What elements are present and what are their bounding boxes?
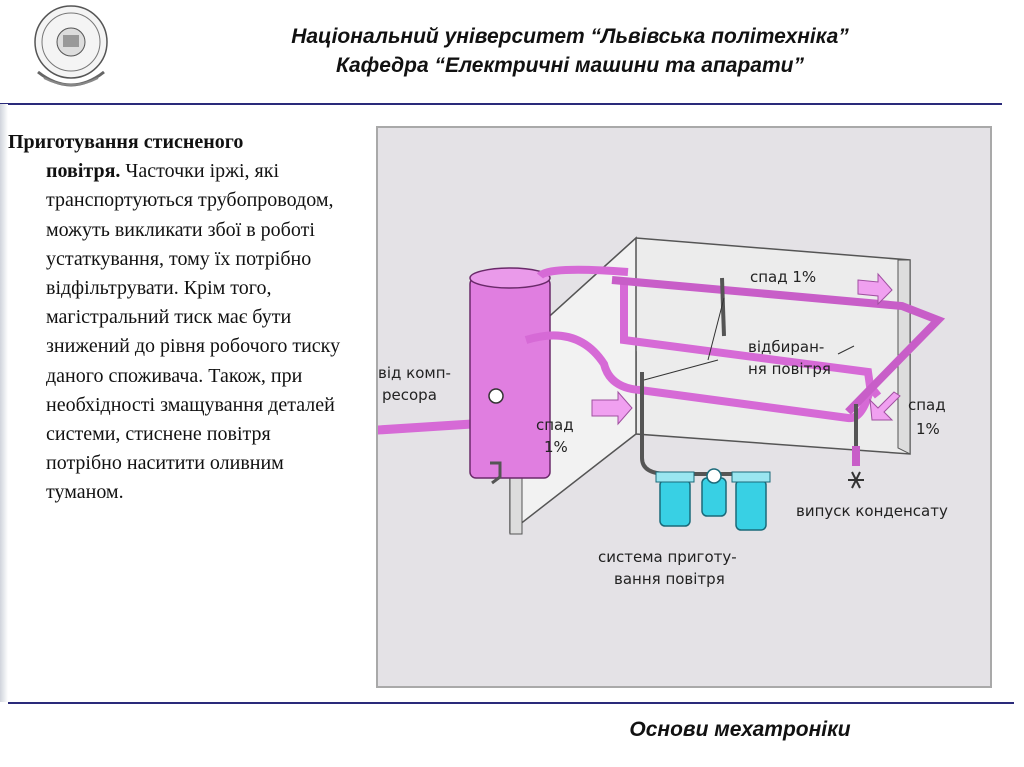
text-heading-b: повітря.: [46, 160, 121, 183]
body-text: Приготування стисненого повітря. Часточк…: [8, 128, 343, 508]
header-divider: [0, 103, 1002, 105]
label-prep-1: система приготу-: [598, 548, 737, 566]
compressor-pipe: [378, 419, 477, 435]
university-seal-logo: [30, 2, 112, 94]
regulator-gauge-icon: [706, 468, 722, 484]
filter-head: [655, 471, 695, 483]
text-body: Часточки іржі, які транспортуються трубо…: [46, 160, 341, 504]
header-university: Національний університет “Львівська полі…: [291, 25, 849, 48]
takeoff-drop-1: [720, 277, 726, 337]
tank-drain-valve-icon: [490, 461, 502, 485]
label-compressor-1: від комп-: [378, 364, 451, 382]
pressure-gauge-icon: [488, 388, 504, 404]
label-slope-right-2: 1%: [916, 420, 940, 438]
flow-arrow-left: [591, 390, 633, 426]
label-drain: випуск конденсату: [796, 502, 948, 520]
main-pipe-loop: [611, 276, 946, 415]
label-takeoff-1: відбиран-: [748, 338, 825, 356]
filter-bowl: [659, 479, 691, 527]
air-tank-top: [469, 267, 551, 289]
footer-divider: [8, 702, 1014, 704]
label-slope-top: спад 1%: [750, 268, 817, 286]
drain-valve-icon: [848, 471, 864, 489]
left-margin-bar: [0, 104, 8, 702]
main-pipe-front: [524, 331, 874, 423]
air-system-diagram: від комп- ресора спад 1% спад 1% спад 1%…: [376, 126, 992, 688]
header-department: Кафедра “Електричні машини та апарати”: [336, 54, 804, 77]
label-prep-2: вання повітря: [614, 570, 725, 588]
text-heading-a: Приготування стисненого: [8, 131, 244, 153]
tank-outlet-pipe: [536, 265, 629, 280]
lubricator-head: [731, 471, 771, 483]
label-takeoff-2: ня повітря: [748, 360, 831, 378]
flow-arrow-right: [869, 391, 901, 421]
footer-title: Основи мехатроніки: [629, 718, 851, 741]
flow-arrow-top: [857, 272, 893, 306]
leader-line-1: [707, 297, 725, 361]
leader-line-2: [643, 359, 719, 381]
page-header: Національний університет “Львівська полі…: [140, 22, 1000, 80]
leader-line-3: [837, 345, 855, 355]
diagram-graphics: [378, 236, 946, 535]
air-tank: [469, 277, 551, 479]
label-slope-left-1: спад: [536, 416, 574, 434]
label-slope-left-2: 1%: [544, 438, 568, 456]
lubricator-bowl: [735, 479, 767, 531]
drain-trap: [852, 446, 860, 466]
label-slope-right-1: спад: [908, 396, 946, 414]
label-compressor-2: ресора: [382, 386, 437, 404]
